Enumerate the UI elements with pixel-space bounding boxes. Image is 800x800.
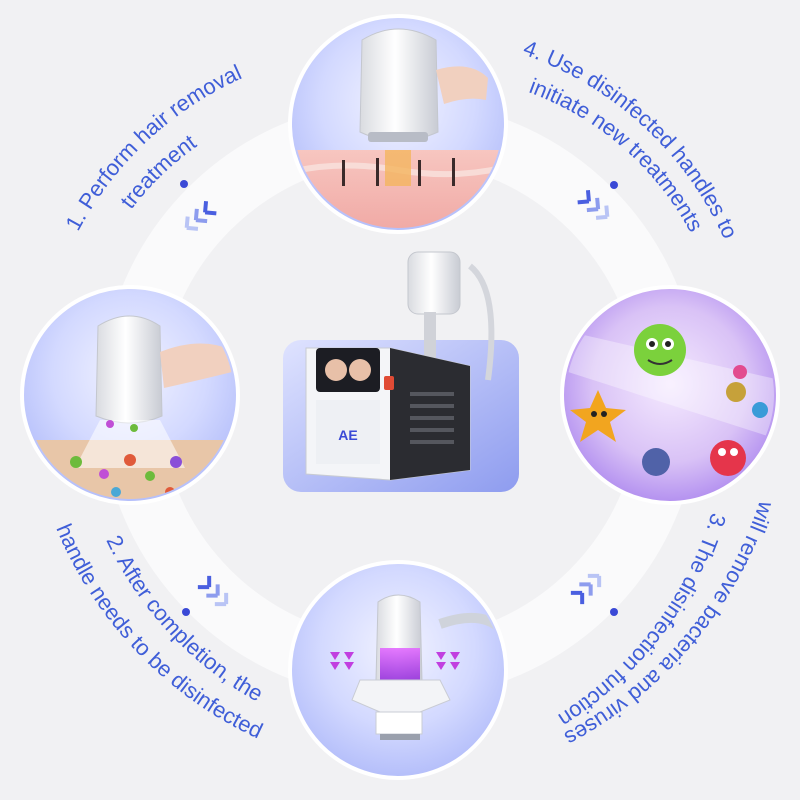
bullet-dot-icon bbox=[180, 180, 188, 188]
bullet-dot-icon bbox=[610, 181, 618, 189]
device-screen bbox=[316, 348, 380, 392]
step1-treatment-circle bbox=[288, 14, 508, 234]
device-emergency-button bbox=[384, 376, 394, 390]
bullet-dot-icon bbox=[610, 608, 618, 616]
blue-virus-icon bbox=[642, 448, 670, 476]
device-cable bbox=[467, 263, 495, 381]
device-handle bbox=[407, 251, 461, 315]
chevron-arrows-icon bbox=[570, 573, 602, 605]
center-device-card: AE bbox=[283, 251, 519, 492]
bullet-dot-icon bbox=[182, 608, 190, 616]
red-virus-icon bbox=[710, 440, 746, 476]
downward-arrows-right-icon bbox=[436, 652, 460, 670]
device-logo: AE bbox=[338, 427, 357, 443]
downward-arrows-left-icon bbox=[330, 652, 354, 670]
orange-star-virus-icon bbox=[570, 390, 626, 442]
chevron-arrows-icon bbox=[577, 189, 610, 220]
step3-disinfection-circle bbox=[288, 560, 508, 780]
small-virus-icon bbox=[726, 365, 768, 418]
step2-bacteria-circle bbox=[20, 285, 240, 505]
chevron-arrows-icon bbox=[184, 200, 217, 231]
chevron-arrows-icon bbox=[197, 575, 229, 607]
green-virus-icon bbox=[634, 324, 686, 376]
step3-viruses-circle bbox=[560, 285, 780, 505]
